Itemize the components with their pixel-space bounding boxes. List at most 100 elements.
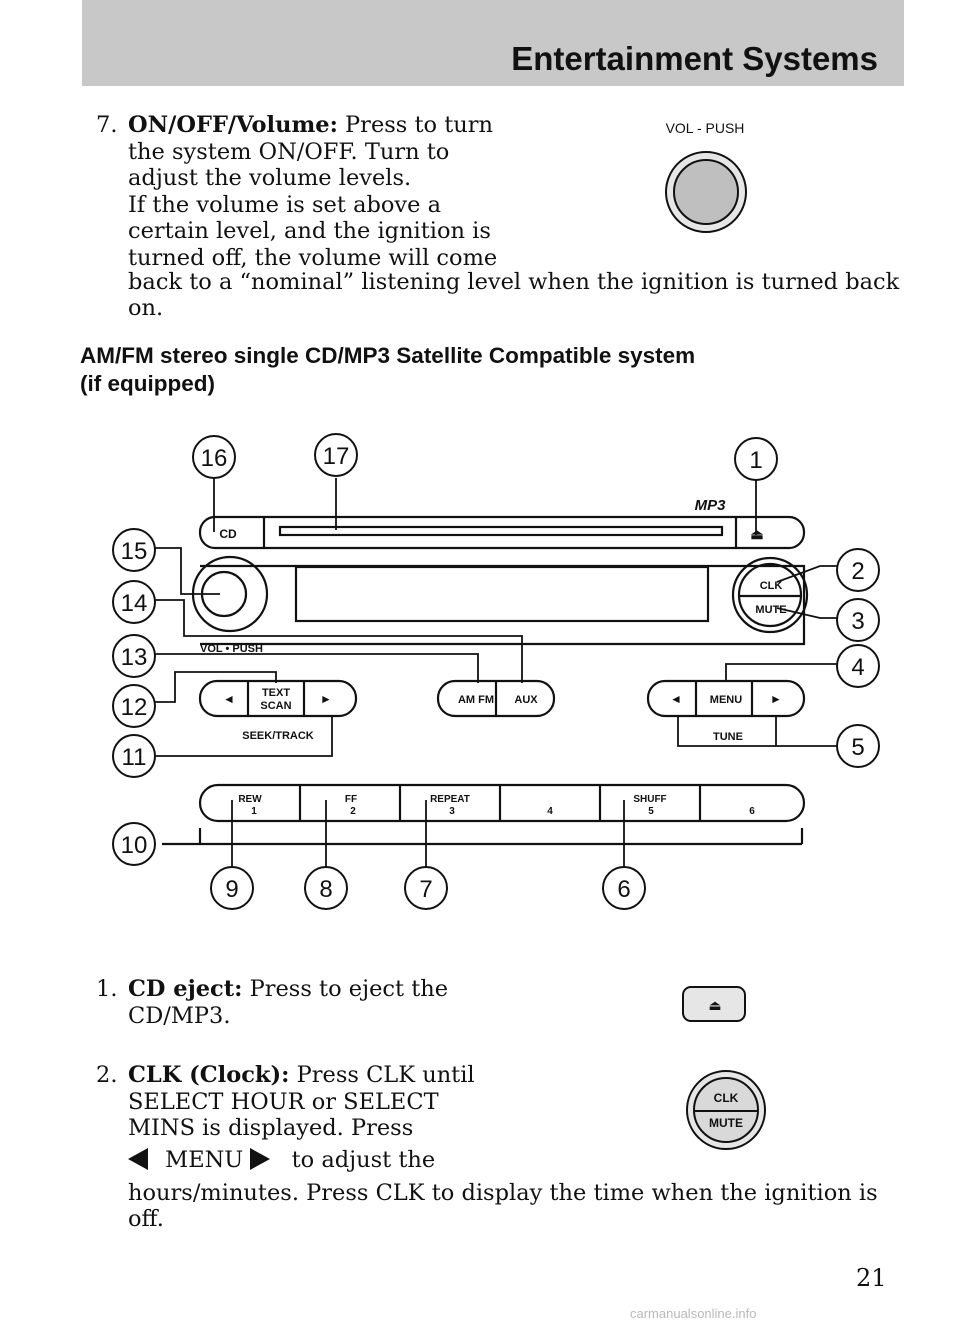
callout-17: 17 (323, 443, 350, 470)
callout-4-circle (836, 644, 880, 688)
section-heading-line-1: AM/FM stereo single CD/MP3 Satellite Com… (80, 343, 696, 368)
preset-3-top-label: REPEAT (430, 794, 470, 805)
item-7-number: 7. (96, 112, 118, 138)
item-2-line-3: MINS is displayed. Press (128, 1115, 414, 1141)
item-1-line-2: CD/MP3. (128, 1003, 231, 1029)
mute-knob-label: MUTE (709, 1116, 743, 1130)
callout-14-circle (112, 580, 156, 624)
callout-9-circle (210, 866, 254, 910)
volume-knob-icon (673, 159, 739, 225)
right-arrow-icon (250, 1148, 271, 1170)
item-2-line-5: hours/minutes. Press CLK to display the … (128, 1180, 878, 1206)
callout-16: 16 (201, 445, 228, 472)
seek-left-arrow-icon: ◄ (223, 692, 235, 706)
scan-label: SCAN (260, 700, 291, 712)
clk-label: CLK (760, 580, 783, 592)
radio-diagram: CD MP3 ⏏ CLK MUTE VOL • PUSH ◄ TEXT SCAN… (112, 433, 880, 910)
callout-15: 15 (121, 538, 148, 565)
preset-3-number: 3 (449, 806, 455, 817)
callout-12-circle (112, 684, 156, 728)
clk-knob-label: CLK (714, 1091, 739, 1105)
preset-4-number: 4 (547, 806, 553, 817)
text-label: TEXT (262, 687, 290, 699)
item-7-line-1: ON/OFF/Volume: Press to turn (128, 112, 494, 138)
item-2-number: 2. (96, 1062, 118, 1088)
preset-6-number: 6 (749, 806, 755, 817)
callout-13-circle (112, 634, 156, 678)
item-7-title: ON/OFF/Volume: (128, 112, 338, 138)
callout-2-circle (836, 548, 880, 592)
seek-track-label: SEEK/TRACK (242, 730, 314, 742)
page-title: Entertainment Systems (511, 40, 878, 77)
amfm-label: AM FM (458, 694, 494, 706)
preset-2-top-label: FF (345, 794, 357, 805)
display-window (294, 565, 710, 623)
callout-4: 4 (851, 654, 864, 681)
callout-8: 8 (319, 876, 332, 903)
item-2-title: CLK (Clock): (128, 1062, 290, 1088)
item-7-line-5: certain level, and the ignition is (128, 218, 491, 244)
callout-1-circle (734, 437, 778, 481)
item-2-after-menu: to adjust the (291, 1147, 436, 1173)
callout-11-circle (112, 734, 156, 778)
item-7-line-2: the system ON/OFF. Turn to (128, 138, 450, 165)
eject-icon: ⏏ (750, 526, 763, 542)
seek-right-arrow-icon: ► (320, 692, 332, 706)
callout-7: 7 (419, 876, 432, 903)
eject-button (682, 986, 746, 1022)
callout-8-circle (304, 866, 348, 910)
display-bezel (200, 564, 806, 646)
item-2-line-1: CLK (Clock): Press CLK until (128, 1062, 475, 1088)
item-1-number: 1. (96, 976, 118, 1002)
callout-12: 12 (121, 694, 148, 721)
preset-1-number: 1 (251, 806, 257, 817)
preset-2-number: 2 (350, 806, 356, 817)
item-7-line-8: on. (128, 295, 164, 321)
preset-strip (198, 783, 806, 823)
item-7-line-6: turned off, the volume will come (128, 244, 498, 271)
item-1-title: CD eject: (128, 976, 243, 1002)
preset-1-top-label: REW (238, 794, 262, 805)
eject-button-illustration: ⏏ (682, 986, 746, 1022)
cd-slot (278, 525, 724, 537)
header-bar: Entertainment Systems (82, 0, 904, 86)
callout-9: 9 (225, 876, 238, 903)
callout-3: 3 (851, 608, 864, 635)
item-7-line-3: adjust the volume levels. (128, 165, 412, 191)
clk-mute-knob (737, 562, 803, 628)
callout-3-circle (836, 598, 880, 642)
volume-knob-illustration: VOL - PUSH (665, 120, 747, 233)
footer-watermark: carmanualsonline.info (630, 1306, 757, 1321)
callout-17-circle (314, 433, 358, 477)
item-7-line-7: back to a “nominal” listening level when… (128, 269, 900, 295)
menu-word: MENU (165, 1147, 244, 1173)
section-heading: AM/FM stereo single CD/MP3 Satellite Com… (80, 342, 840, 398)
callout-7-circle (404, 866, 448, 910)
aux-label: AUX (514, 694, 538, 706)
item-7-line-4: If the volume is set above a (128, 191, 442, 218)
mp3-label: MP3 (695, 497, 727, 514)
tune-label: TUNE (713, 731, 743, 743)
eject-button-icon: ⏏ (708, 997, 721, 1013)
callout-16-circle (192, 435, 236, 479)
clk-mute-knob-illustration: CLK MUTE (686, 1070, 766, 1150)
page-number: 21 (856, 1264, 887, 1292)
callout-5: 5 (851, 734, 864, 761)
vol-push-unit-label: VOL • PUSH (200, 643, 263, 655)
callout-10-circle (112, 822, 156, 866)
menu-right-arrow-icon: ► (770, 692, 782, 706)
menu-left-arrow-icon: ◄ (670, 692, 682, 706)
preset-5-number: 5 (648, 806, 654, 817)
item-2-line-6: off. (128, 1206, 164, 1232)
callout-6-circle (602, 866, 646, 910)
left-arrow-icon (128, 1148, 148, 1170)
cd-slot-bar (198, 515, 806, 550)
item-2-line-2: SELECT HOUR or SELECT (128, 1088, 439, 1115)
callout-11: 11 (122, 744, 147, 771)
callout-15-circle (112, 528, 156, 572)
callout-13: 13 (121, 644, 148, 671)
callout-5-circle (836, 724, 880, 768)
seek-track-rocker (198, 679, 358, 718)
item-2-line-4: MENU to adjust the (128, 1147, 435, 1174)
preset-5-top-label: SHUFF (633, 794, 666, 805)
